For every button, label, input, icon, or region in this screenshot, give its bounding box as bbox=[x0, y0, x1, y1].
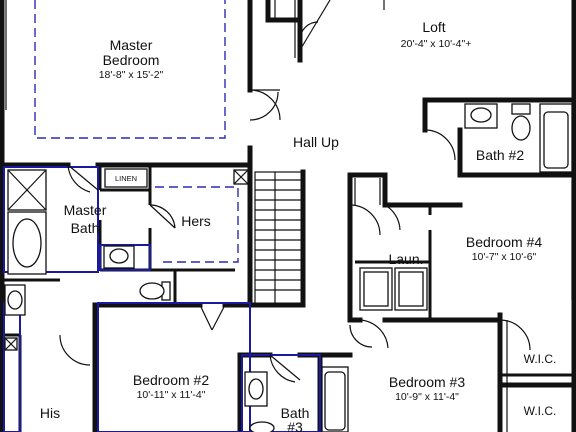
ceiling-lines bbox=[34, 0, 239, 263]
loft-dims: 20'-4" x 10'-4"+ bbox=[401, 38, 472, 50]
master-bedroom-dims: 18'-8" x 15'-2" bbox=[99, 69, 164, 81]
bedroom-2-label: Bedroom #2 bbox=[133, 372, 209, 388]
his-label: His bbox=[40, 405, 60, 421]
linen-shelf bbox=[104, 168, 148, 188]
hers-label: Hers bbox=[181, 213, 211, 229]
bath-3-label-1: Bath bbox=[281, 405, 310, 421]
master-bedroom-label-1: Master bbox=[110, 37, 153, 53]
hall-up-label: Hall Up bbox=[293, 134, 339, 150]
linen-label: LINEN bbox=[115, 174, 137, 183]
bath-3-label-2: #3 bbox=[287, 419, 303, 432]
master-bath-label-1: Master bbox=[64, 202, 107, 218]
bedroom-2-dims: 10'-11" x 11'-4" bbox=[137, 389, 206, 401]
bedroom-4-dims: 10'-7" x 10'-6" bbox=[472, 251, 537, 263]
doors bbox=[59, 0, 531, 383]
staircase bbox=[254, 171, 304, 306]
master-bath-label-2: Bath bbox=[71, 220, 100, 236]
loft-label: Loft bbox=[422, 19, 445, 35]
master-bedroom-label-2: Bedroom bbox=[103, 52, 160, 68]
room-labels: Master Bedroom 18'-8" x 15'-2" Loft 20'-… bbox=[40, 19, 556, 432]
fixtures bbox=[4, 0, 573, 432]
bath2-toilet bbox=[511, 103, 531, 115]
bedroom-3-dims: 10'-9" x 11'-4" bbox=[395, 391, 459, 403]
bedroom-3-label: Bedroom #3 bbox=[389, 374, 465, 390]
wic-2-label: W.I.C. bbox=[524, 404, 557, 418]
laundry-label: Laun. bbox=[388, 251, 423, 267]
bath-2-label: Bath #2 bbox=[476, 147, 524, 163]
bedroom-4-label: Bedroom #4 bbox=[466, 234, 542, 250]
wic-1-label: W.I.C. bbox=[524, 352, 557, 366]
